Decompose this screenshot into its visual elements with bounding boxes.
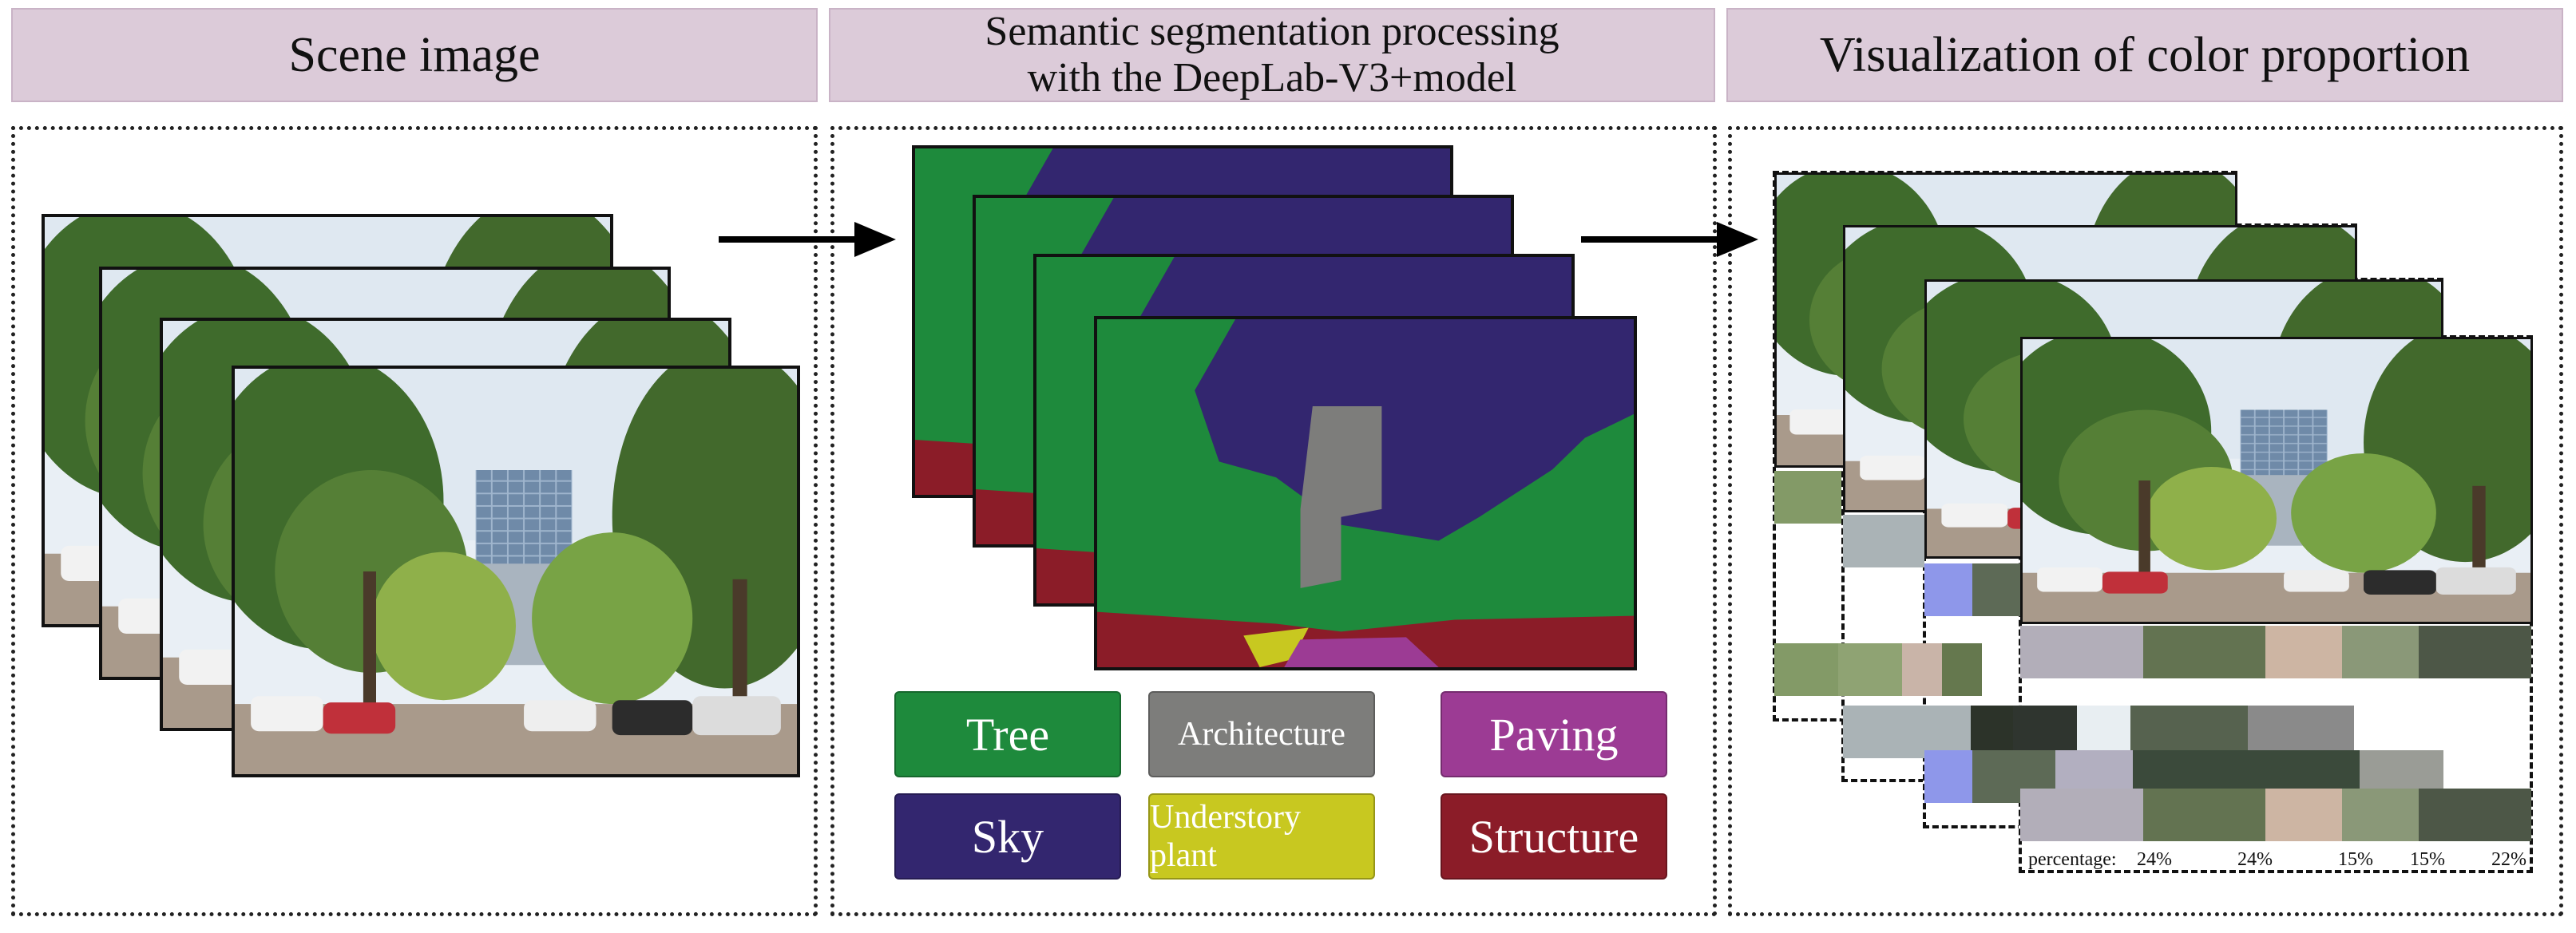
legend-understory-plant: Understory plant <box>1148 793 1375 880</box>
scene-image-header: Scene image <box>11 8 818 102</box>
color-strip-card-1 <box>1774 643 1982 696</box>
legend-paving: Paving <box>1441 691 1667 777</box>
percentage-label: percentage: <box>2028 849 2117 870</box>
percentage-value: 15% <box>2410 849 2445 870</box>
scene-photo-4 <box>232 366 800 777</box>
color-swatch <box>2020 626 2143 678</box>
color-swatch <box>2020 789 2143 841</box>
visualization-title: Visualization of color proportion <box>1819 28 2471 82</box>
color-strip-card-2-top <box>1843 515 1924 567</box>
visualization-header: Visualization of color proportion <box>1726 8 2563 102</box>
visualization-panel <box>1728 126 2563 916</box>
color-strip-card-1-top <box>1774 471 1841 524</box>
color-strip-card-3-top <box>1924 563 2020 616</box>
segmentation-title-line1: Semantic segmentation processing <box>985 9 1559 54</box>
segmentation-map-4 <box>1094 316 1637 670</box>
legend-tree: Tree <box>894 691 1121 777</box>
segmentation-header: Semantic segmentation processing with th… <box>829 8 1715 102</box>
scene-image-panel <box>11 126 818 916</box>
color-swatch <box>2342 789 2419 841</box>
color-swatch <box>2142 789 2266 841</box>
color-swatch <box>2265 789 2343 841</box>
right-arrow-icon <box>1581 222 1758 257</box>
legend-architecture: Architecture <box>1148 691 1375 777</box>
color-strip-card-2 <box>1843 706 2354 758</box>
legend-label: Paving <box>1489 708 1619 761</box>
legend-label: Tree <box>965 708 1050 761</box>
color-swatch <box>2342 626 2419 678</box>
color-swatch <box>2265 626 2343 678</box>
visual-photo-4 <box>2020 337 2533 624</box>
legend-structure: Structure <box>1441 793 1667 880</box>
color-proportion-strip-bottom <box>2020 789 2531 841</box>
color-proportion-strip <box>2020 626 2531 678</box>
color-swatch <box>2419 626 2531 678</box>
color-swatch <box>2142 626 2266 678</box>
scene-image-title: Scene image <box>288 28 541 82</box>
legend-label: Understory plant <box>1150 799 1301 874</box>
right-arrow-icon <box>719 222 896 257</box>
percentage-value: 15% <box>2338 849 2373 870</box>
legend-sky: Sky <box>894 793 1121 880</box>
percentage-value: 22% <box>2491 849 2526 870</box>
percentage-value: 24% <box>2237 849 2273 870</box>
segmentation-panel <box>830 126 1717 916</box>
color-swatch <box>2419 789 2531 841</box>
segmentation-title-line2: with the DeepLab-V3+model <box>1027 55 1517 101</box>
legend-label: Sky <box>971 810 1044 863</box>
percentage-value: 24% <box>2137 849 2172 870</box>
legend-label: Structure <box>1468 810 1639 863</box>
legend-label: Architecture <box>1178 716 1345 753</box>
